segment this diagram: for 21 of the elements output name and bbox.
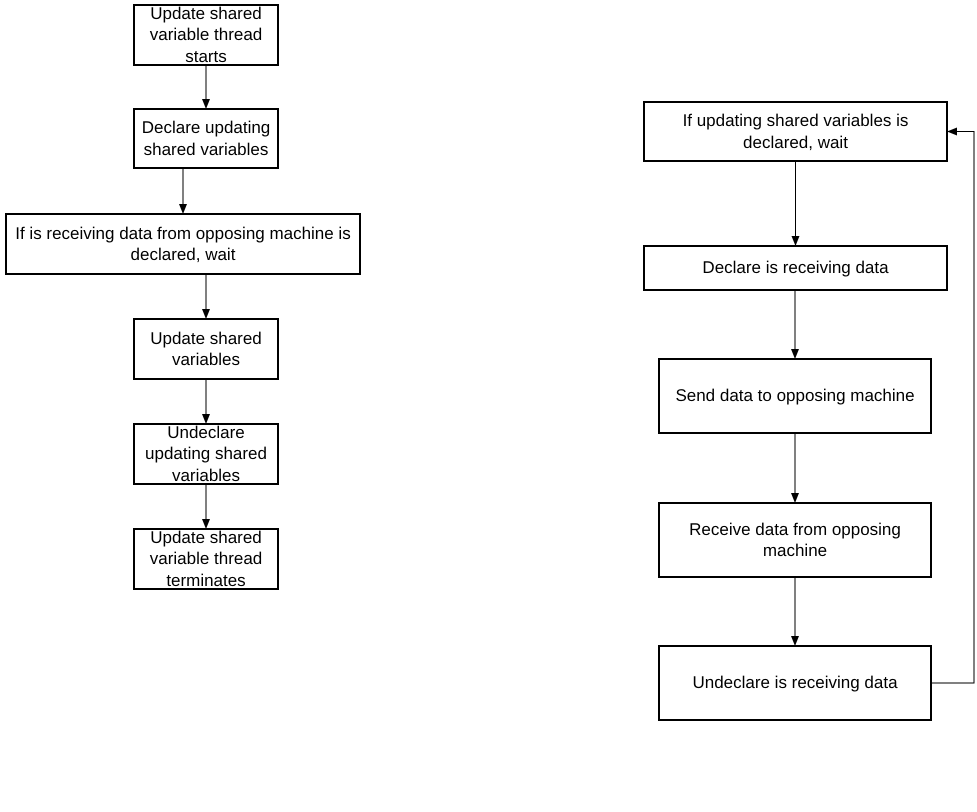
process-box: Update shared variable thread starts (133, 4, 279, 66)
process-box: Update shared variables (133, 318, 279, 380)
process-box: Update shared variable thread terminates (133, 528, 279, 590)
arrow (932, 128, 974, 684)
process-box: Send data to opposing machine (658, 358, 932, 434)
process-box: If is receiving data from opposing machine is declared, wait (5, 213, 361, 275)
arrow (791, 434, 799, 503)
arrow (791, 578, 799, 646)
process-box: If updating shared variables is declared, wait (643, 101, 948, 162)
arrow (791, 290, 799, 359)
arrow (202, 380, 210, 424)
process-box: Undeclare updating shared variables (133, 423, 279, 485)
arrow (179, 168, 187, 214)
arrow (202, 484, 210, 529)
process-box: Declare is receiving data (643, 245, 948, 291)
arrow (202, 274, 210, 319)
process-box: Undeclare is receiving data (658, 645, 932, 721)
process-box: Declare updating shared variables (133, 108, 279, 169)
arrow (792, 162, 800, 246)
arrow (202, 66, 210, 109)
process-box: Receive data from opposing machine (658, 502, 932, 578)
